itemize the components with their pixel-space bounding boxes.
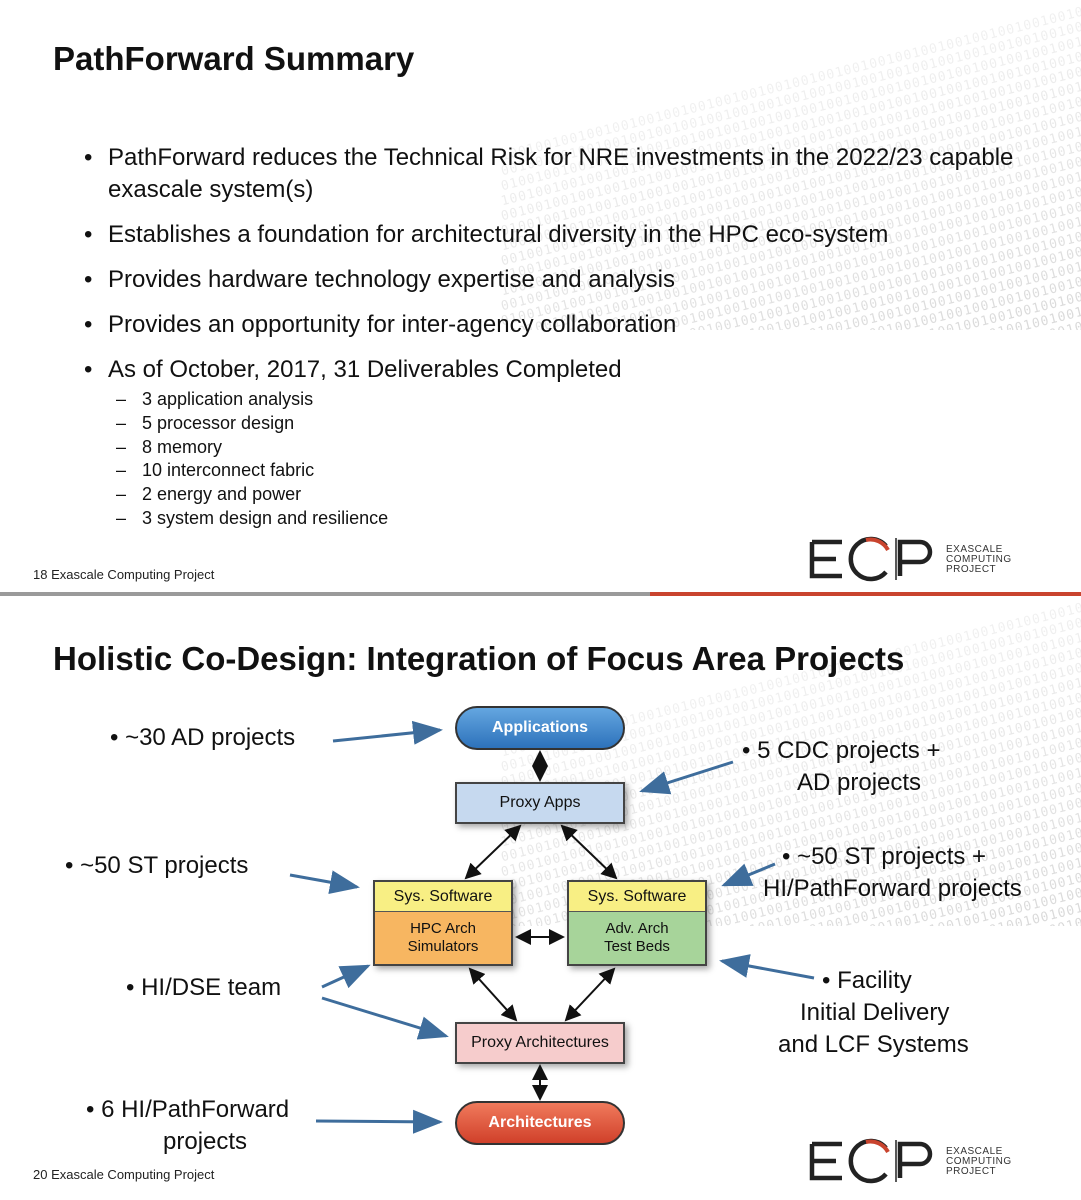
ecp-logo-mark-icon: [809, 1138, 933, 1184]
arrow-hi: [315, 1109, 443, 1134]
label-cdc-projects-2: AD projects: [797, 769, 922, 796]
label-cdc-projects: • 5 CDC projects +: [742, 737, 941, 764]
ecp-logo: EXASCALE COMPUTING PROJECT: [808, 1138, 1022, 1184]
slide-holistic-codesign: 1001001001001001001001001001001001001001…: [0, 596, 1081, 1200]
arrow-st-left: [289, 870, 360, 895]
bullet-item: Establishes a foundation for architectur…: [84, 219, 1024, 251]
bullet-list: PathForward reduces the Technical Risk f…: [84, 142, 1024, 544]
arrow-ad: [332, 720, 443, 745]
label-st-projects-right-2: HI/PathForward projects: [763, 875, 1022, 902]
sub-bullet-item: 3 application analysis: [116, 388, 1024, 412]
label-hi-pathforward-2: projects: [163, 1128, 248, 1155]
ecp-logo-text: EXASCALE COMPUTING PROJECT: [946, 544, 1012, 575]
arrow-dse-sim: [321, 964, 371, 989]
label-st-projects-right: • ~50 ST projects +: [782, 843, 987, 870]
sub-bullet-item: 3 system design and resilience: [116, 507, 1024, 531]
label-hi-pathforward: • 6 HI/PathForward: [86, 1096, 290, 1123]
slide-pathforward-summary: 1001001001001001001001001001001001001001…: [0, 0, 1081, 596]
sub-bullet-item: 8 memory: [116, 436, 1024, 460]
node-proxy-apps: Proxy Apps: [455, 782, 625, 824]
node-applications: Applications: [455, 706, 625, 750]
arrow-facility: [719, 954, 815, 980]
sub-bullet-item: 5 processor design: [116, 412, 1024, 436]
slide-title: PathForward Summary: [53, 40, 415, 77]
bullet-item: PathForward reduces the Technical Risk f…: [84, 142, 1024, 206]
slide-separator: [0, 592, 1081, 596]
sub-bullet-list: 3 application analysis 5 processor desig…: [116, 388, 1024, 531]
arrow-proxyapps-left: [464, 824, 522, 880]
label-dse-team: • HI/DSE team: [126, 974, 282, 1001]
ecp-logo-mark-icon: [809, 536, 933, 582]
slide-footer: 20 Exascale Computing Project: [33, 1167, 215, 1182]
node-sys-software-right: Sys. Software: [569, 882, 705, 912]
bullet-item: As of October, 2017, 31 Deliverables Com…: [84, 354, 1024, 531]
ecp-logo-text: EXASCALE COMPUTING PROJECT: [946, 1146, 1012, 1177]
bullet-item: Provides hardware technology expertise a…: [84, 264, 1024, 296]
node-architectures: Architectures: [455, 1101, 625, 1145]
node-proxy-architectures: Proxy Architectures: [455, 1022, 625, 1064]
arrow-dse-proxyarch: [321, 996, 449, 1040]
slide-footer: 18 Exascale Computing Project: [33, 567, 215, 582]
label-ad-projects: • ~30 AD projects: [110, 724, 296, 751]
arrow-left-proxyarch: [468, 967, 518, 1022]
arrow-cdc: [639, 760, 734, 795]
arrow-right-proxyarch: [564, 967, 616, 1022]
slide-title: Holistic Co-Design: Integration of Focus…: [53, 640, 905, 677]
bullet-item: Provides an opportunity for inter-agency…: [84, 309, 1024, 341]
ecp-logo: EXASCALE COMPUTING PROJECT: [808, 536, 1022, 582]
label-facility: • Facility: [822, 967, 912, 994]
sub-bullet-item: 2 energy and power: [116, 483, 1024, 507]
label-facility-2: Initial Delivery: [800, 999, 950, 1026]
label-st-projects-left: • ~50 ST projects: [65, 852, 249, 879]
arrow-proxyapps-right: [560, 824, 618, 880]
label-facility-3: and LCF Systems: [778, 1031, 969, 1058]
node-sys-software-left: Sys. Software: [375, 882, 511, 912]
sub-bullet-item: 10 interconnect fabric: [116, 459, 1024, 483]
